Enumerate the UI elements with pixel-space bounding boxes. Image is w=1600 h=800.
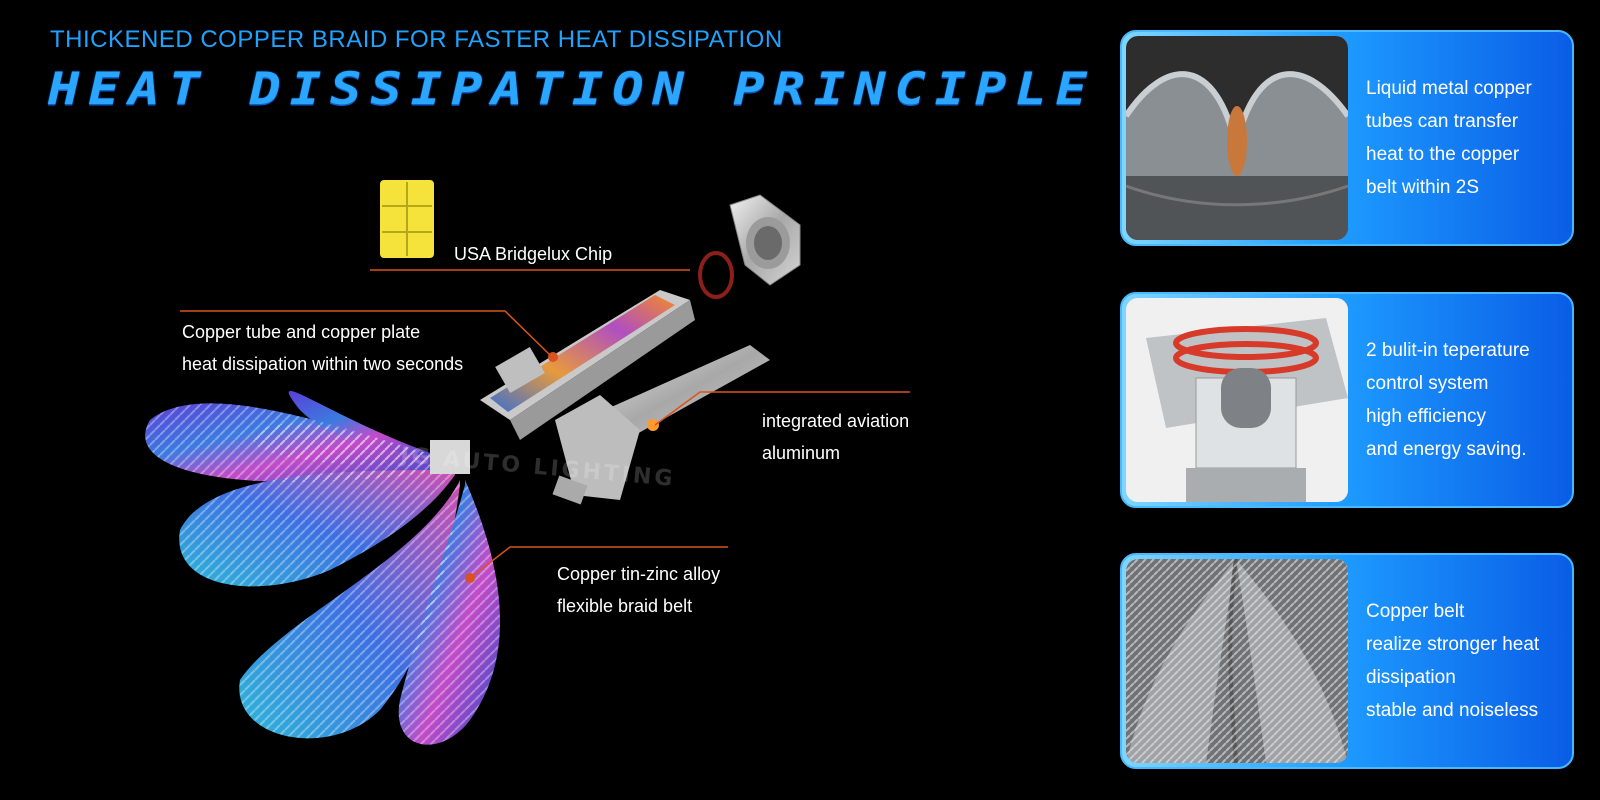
o-ring-seal: [698, 251, 734, 299]
feature-text: Copper belt realize stronger heat dissip…: [1366, 601, 1540, 721]
braid-marker: [465, 573, 475, 583]
braid-label: Copper tin-zinc alloy flexible braid bel…: [557, 564, 721, 616]
bayonet-adapter: [729, 194, 801, 286]
copper-tube-label: Copper tube and copper plate heat dissip…: [182, 322, 464, 374]
copper-tube-plate: [480, 290, 695, 440]
copper-braid-belt: [145, 390, 501, 745]
header-subtitle: THICKENED COPPER BRAID FOR FASTER HEAT D…: [50, 26, 783, 53]
copper-braid-closeup-image: [1126, 36, 1348, 240]
page-title: HEAT DISSIPATION PRINCIPLE: [48, 64, 1096, 115]
aluminum-label: integrated aviation aluminum: [762, 411, 910, 463]
bulb-base-closeup-image: [1126, 298, 1348, 502]
copper-tube-marker: [548, 352, 558, 362]
braid-connector: [430, 440, 470, 474]
exploded-bulb-diagram: [145, 180, 910, 745]
leader-lines: [180, 269, 910, 579]
led-chip-icon: [380, 180, 434, 258]
braided-belt-closeup-image: [1126, 559, 1348, 763]
feature-card-temperature-control: 2 bulit-in teperature control system hig…: [1120, 292, 1574, 508]
feature-text: Liquid metal copper tubes can transfer h…: [1366, 78, 1532, 198]
chip-label: USA Bridgelux Chip: [454, 244, 613, 264]
aviation-aluminum-body: [552, 345, 770, 505]
feature-card-copper-belt: Copper belt realize stronger heat dissip…: [1120, 553, 1574, 769]
feature-card-liquid-metal: Liquid metal copper tubes can transfer h…: [1120, 30, 1574, 246]
feature-text: 2 bulit-in teperature control system hig…: [1366, 340, 1530, 460]
